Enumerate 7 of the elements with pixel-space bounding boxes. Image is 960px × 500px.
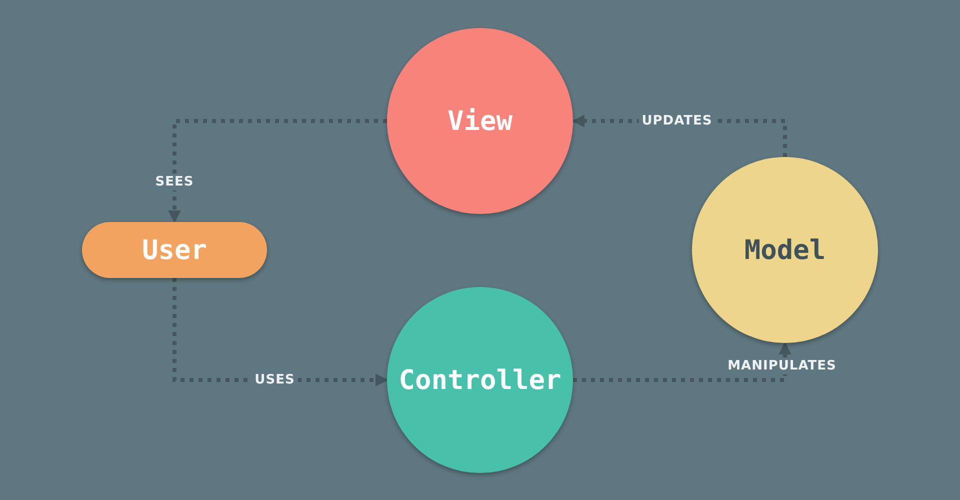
user-pill (82, 222, 267, 278)
node-label: Controller (398, 364, 562, 396)
node-label: User (142, 234, 208, 266)
dotted-arrow (573, 342, 792, 382)
node-label: Model (744, 234, 826, 266)
node-label: View (447, 106, 513, 136)
dotted-arrow (168, 119, 387, 224)
